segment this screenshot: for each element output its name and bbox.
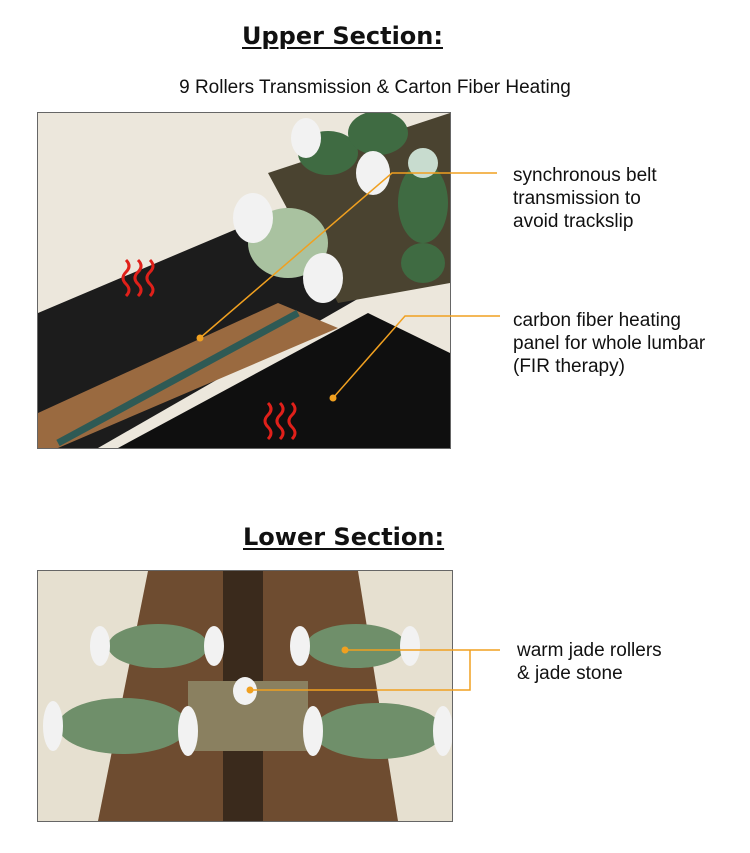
callout-carbon-fiber-panel: carbon fiber heating panel for whole lum…: [513, 309, 705, 378]
callout-line: avoid trackslip: [513, 211, 634, 232]
callout-line: carbon fiber heating: [513, 310, 681, 331]
callout-line: warm jade rollers: [517, 640, 662, 661]
callout-line: & jade stone: [517, 663, 623, 684]
upper-section-title: Upper Section:: [242, 22, 443, 50]
callout-line: (FIR therapy): [513, 356, 625, 377]
callout-synchronous-belt: synchronous belt transmission to avoid t…: [513, 164, 657, 233]
callout-line: panel for whole lumbar: [513, 333, 706, 354]
lower-section-photo: [37, 570, 453, 822]
callout-jade-rollers: warm jade rollers & jade stone: [517, 639, 662, 685]
callout-line: synchronous belt: [513, 165, 657, 186]
heat-waves-icon: [121, 258, 155, 298]
lower-section-title: Lower Section:: [243, 523, 445, 551]
upper-section-subtitle: 9 Rollers Transmission & Carton Fiber He…: [179, 77, 571, 98]
callout-line: transmission to: [513, 188, 641, 209]
lower-rollers-illustration: [38, 571, 452, 821]
heat-waves-icon: [263, 401, 297, 441]
